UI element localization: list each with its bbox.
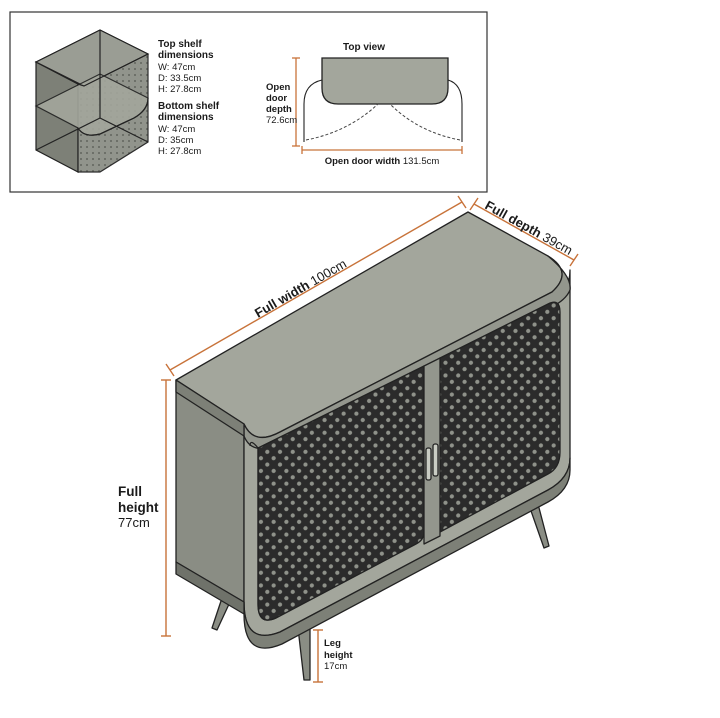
open-door-width-value: 131.5cm	[403, 156, 440, 167]
open-door-width-text: Open door width 131.5cm	[325, 156, 440, 167]
top-view-cabinet	[321, 57, 449, 105]
top-view-left-door-open	[303, 79, 323, 142]
top-view-illustration: Top view Open door depth 72.6cm Open doo…	[266, 42, 463, 167]
full-depth-value: 39cm	[540, 229, 575, 258]
leg-height-value: 17cm	[324, 661, 347, 672]
dimension-lines	[161, 195, 579, 683]
inset-panel: Top shelf dimensions W: 47cm D: 33.5cm H…	[9, 11, 488, 193]
sideboard-illustration	[175, 211, 571, 681]
full-depth-line	[473, 203, 575, 261]
open-door-depth-label-line3: depth	[266, 104, 292, 115]
full-height-label-line2: height	[118, 500, 159, 515]
right-door-swing-arc	[389, 103, 461, 141]
bottom-shelf-depth: D: 35cm	[158, 135, 193, 146]
door-divider	[423, 357, 441, 545]
top-shelf-title-line1: Top shelf	[158, 39, 202, 50]
right-door-handle	[432, 443, 439, 477]
top-shelf-height: H: 27.8cm	[158, 84, 201, 95]
top-shelf-width: W: 47cm	[158, 62, 195, 73]
open-door-width-label: Open door width	[325, 156, 401, 167]
right-door-mesh	[439, 301, 561, 533]
bottom-shelf-height: H: 27.8cm	[158, 146, 201, 157]
bottom-shelf-title-line1: Bottom shelf	[158, 101, 220, 112]
top-view-title: Top view	[343, 42, 385, 53]
full-height-label-line1: Full	[118, 484, 142, 499]
left-door-handle	[425, 447, 432, 481]
left-door-swing-arc	[305, 103, 379, 141]
front-right-leg	[297, 627, 311, 681]
top-shelf-title-line2: dimensions	[158, 50, 214, 61]
top-shelf-depth: D: 33.5cm	[158, 73, 201, 84]
bottom-shelf-width: W: 47cm	[158, 124, 195, 135]
leg-height-label-line1: Leg	[324, 638, 341, 649]
open-door-depth-label-line1: Open	[266, 82, 290, 93]
bottom-rail	[243, 457, 571, 649]
shelf-wireframe-illustration	[34, 29, 150, 173]
bottom-shelf-title-line2: dimensions	[158, 112, 214, 123]
full-height-value: 77cm	[118, 515, 150, 530]
open-door-depth-label-line2: door	[266, 93, 287, 104]
full-width-line	[169, 201, 463, 371]
top-view-right-door-open	[447, 79, 463, 142]
leg-height-label-line2: height	[324, 650, 353, 661]
open-door-depth-value: 72.6cm	[266, 115, 297, 126]
